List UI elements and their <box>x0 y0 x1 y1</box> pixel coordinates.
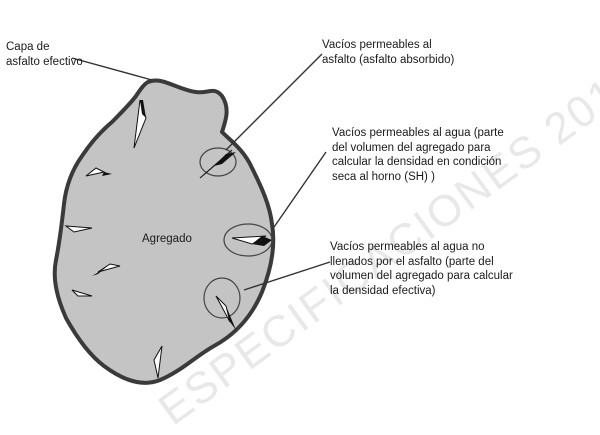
label-effective-asphalt: Capa de asfalto efectivo <box>6 41 83 68</box>
pore <box>153 345 163 379</box>
leader-effective-asphalt <box>71 57 153 81</box>
pore <box>92 263 121 276</box>
callout-circle-top <box>199 147 237 177</box>
pore <box>231 235 272 246</box>
pore <box>199 149 236 179</box>
leader-unfilled <box>243 261 331 291</box>
diagram-canvas: ESPECIFICACIONES 2012 INVIAS <box>6 0 600 435</box>
aggregate-particle <box>52 78 276 385</box>
pore <box>133 99 147 149</box>
leader-asphalt-permeable <box>225 53 323 151</box>
label-asphalt-permeable-pores: Vacíos permeables al asfalto (asfalto ab… <box>322 39 455 66</box>
aggregate-diagram <box>52 53 331 385</box>
label-water-permeable-pores: Vacíos permeables al agua (parte del vol… <box>332 127 504 183</box>
pore <box>215 295 236 330</box>
leader-water-permeable <box>271 151 327 231</box>
label-aggregate: Agregado <box>142 233 192 245</box>
label-unfilled-pores: Vacíos permeables al agua no llenados po… <box>330 241 513 297</box>
pore <box>64 225 93 233</box>
pore <box>71 289 93 297</box>
callout-circle-bottom <box>203 277 241 319</box>
pore <box>85 167 112 177</box>
